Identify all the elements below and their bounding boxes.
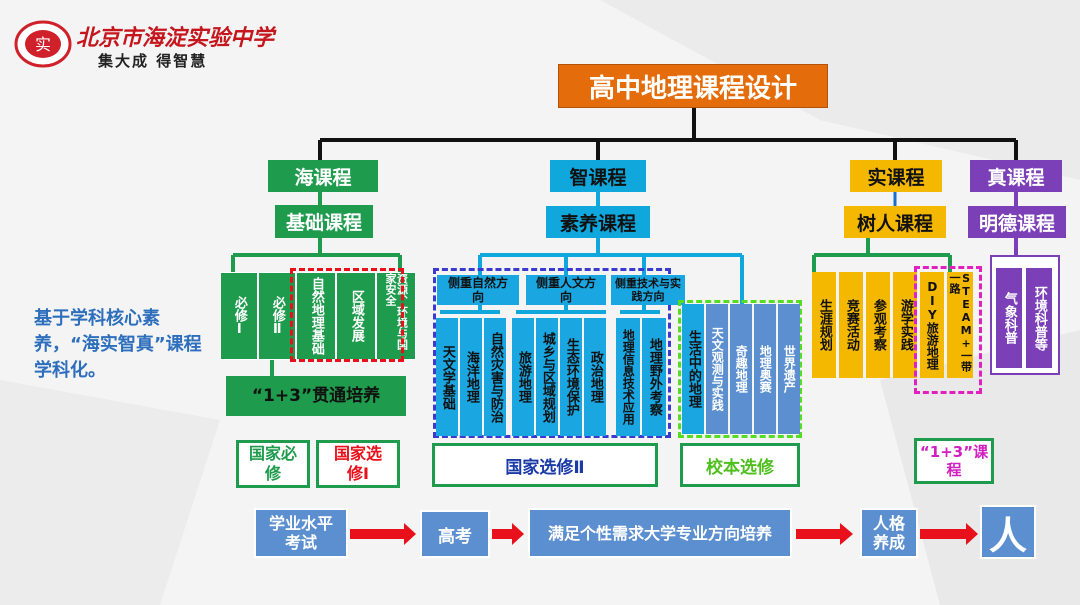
school-elective-item: 地理奥赛 — [754, 304, 776, 434]
school-elective-items: 生活中的地理 天文观测与实践 奇趣地理 地理奥赛 世界遗产 — [682, 304, 800, 434]
shi-item: STEAM+一带一路 — [947, 272, 973, 378]
elective-highlight-frame — [290, 268, 404, 362]
school-elective-tag: 校本选修 — [680, 443, 800, 487]
school-seal-icon: 实 — [14, 20, 72, 68]
hai-items-group: 必修Ⅰ 必修Ⅱ 自然地理基础 区域发展 资源、环境与国家安全 — [220, 272, 416, 360]
school-elective-item: 生活中的地理 — [682, 304, 704, 434]
school-elective-item: 天文观测与实践 — [706, 304, 728, 434]
technology-item: 地理野外考察 — [642, 318, 666, 436]
nature-items: 天文学基础 海洋地理 自然灾害与防治 — [436, 318, 506, 436]
shi-course-label: 实课程 — [850, 160, 942, 192]
one-plus-three-course-tag: “1+3”课程 — [914, 438, 994, 484]
humanities-item: 旅游地理 — [512, 318, 534, 436]
shi-item: 游学实践 — [893, 272, 917, 378]
national-elective-frame — [433, 268, 671, 438]
flow-step-person: 人 — [980, 505, 1036, 559]
direction-technology: 侧重技术与实践方向 — [611, 275, 685, 305]
page-title: 高中地理课程设计 — [558, 64, 828, 108]
flow-step-proficiency-exam: 学业水平考试 — [254, 508, 348, 558]
school-elective-frame — [678, 300, 802, 438]
national-elective-one-tag: 国家选修Ⅰ — [316, 440, 400, 488]
hai-course-label: 海课程 — [268, 160, 378, 192]
zhen-items: 气象科普 环境科普等 — [996, 268, 1052, 368]
shi-items: 生涯规划 竞赛活动 参观考察 游学实践 DIY旅游地理 STEAM+一带一路 — [812, 272, 973, 378]
direction-humanities: 侧重人文方向 — [526, 275, 606, 305]
hai-item: 必修Ⅱ — [258, 272, 296, 360]
national-elective-two-tag: 国家选修Ⅱ — [432, 443, 658, 487]
zhen-course-label: 真课程 — [970, 160, 1062, 192]
shi-item: 竞赛活动 — [839, 272, 863, 378]
nature-item: 天文学基础 — [436, 318, 458, 436]
through-training-banner: “1+3”贯通培养 — [226, 376, 406, 416]
humanities-item: 城乡与区域规划 — [536, 318, 558, 436]
shi-item: 参观考察 — [866, 272, 890, 378]
shi-item: DIY旅游地理 — [920, 272, 944, 378]
shi-item: 生涯规划 — [812, 272, 836, 378]
cultivation-course-label: 树人课程 — [844, 206, 946, 238]
humanities-items: 旅游地理 城乡与区域规划 生态环境保护 政治地理 — [512, 318, 606, 436]
zhen-item: 气象科普 — [996, 268, 1022, 368]
national-required-tag: 国家必修 — [236, 440, 310, 488]
hai-item: 区域发展 — [336, 272, 376, 360]
technology-item: 地理信息技术应用 — [616, 318, 640, 436]
side-statement: 基于学科核心素养，“海实智真”课程学科化。 — [34, 308, 202, 381]
humanities-item: 生态环境保护 — [560, 318, 582, 436]
svg-text:实: 实 — [35, 35, 51, 54]
flow-step-college-exam: 高考 — [420, 510, 490, 558]
literacy-course-label: 素养课程 — [546, 206, 650, 238]
steam-highlight-frame — [914, 266, 982, 394]
direction-nature: 侧重自然方向 — [437, 275, 519, 305]
humanities-item: 政治地理 — [584, 318, 606, 436]
school-logo: 实 — [14, 20, 72, 68]
flow-step-university-major: 满足个性需求大学专业方向培养 — [528, 508, 792, 558]
school-elective-item: 世界遗产 — [778, 304, 800, 434]
hai-item: 必修Ⅰ — [220, 272, 258, 360]
school-elective-item: 奇趣地理 — [730, 304, 752, 434]
foundation-course-label: 基础课程 — [275, 205, 373, 238]
nature-item: 海洋地理 — [460, 318, 482, 436]
flow-step-personality: 人格养成 — [860, 508, 918, 558]
zhi-course-label: 智课程 — [550, 160, 646, 192]
zhen-item: 环境科普等 — [1026, 268, 1052, 368]
school-name: 北京市海淀实验中学 — [76, 25, 275, 51]
virtue-course-label: 明德课程 — [968, 206, 1066, 238]
school-motto: 集大成 得智慧 — [98, 52, 208, 70]
technology-items: 地理信息技术应用 地理野外考察 — [616, 318, 666, 436]
nature-item: 自然灾害与防治 — [484, 318, 506, 436]
hai-item: 自然地理基础 — [296, 272, 336, 360]
